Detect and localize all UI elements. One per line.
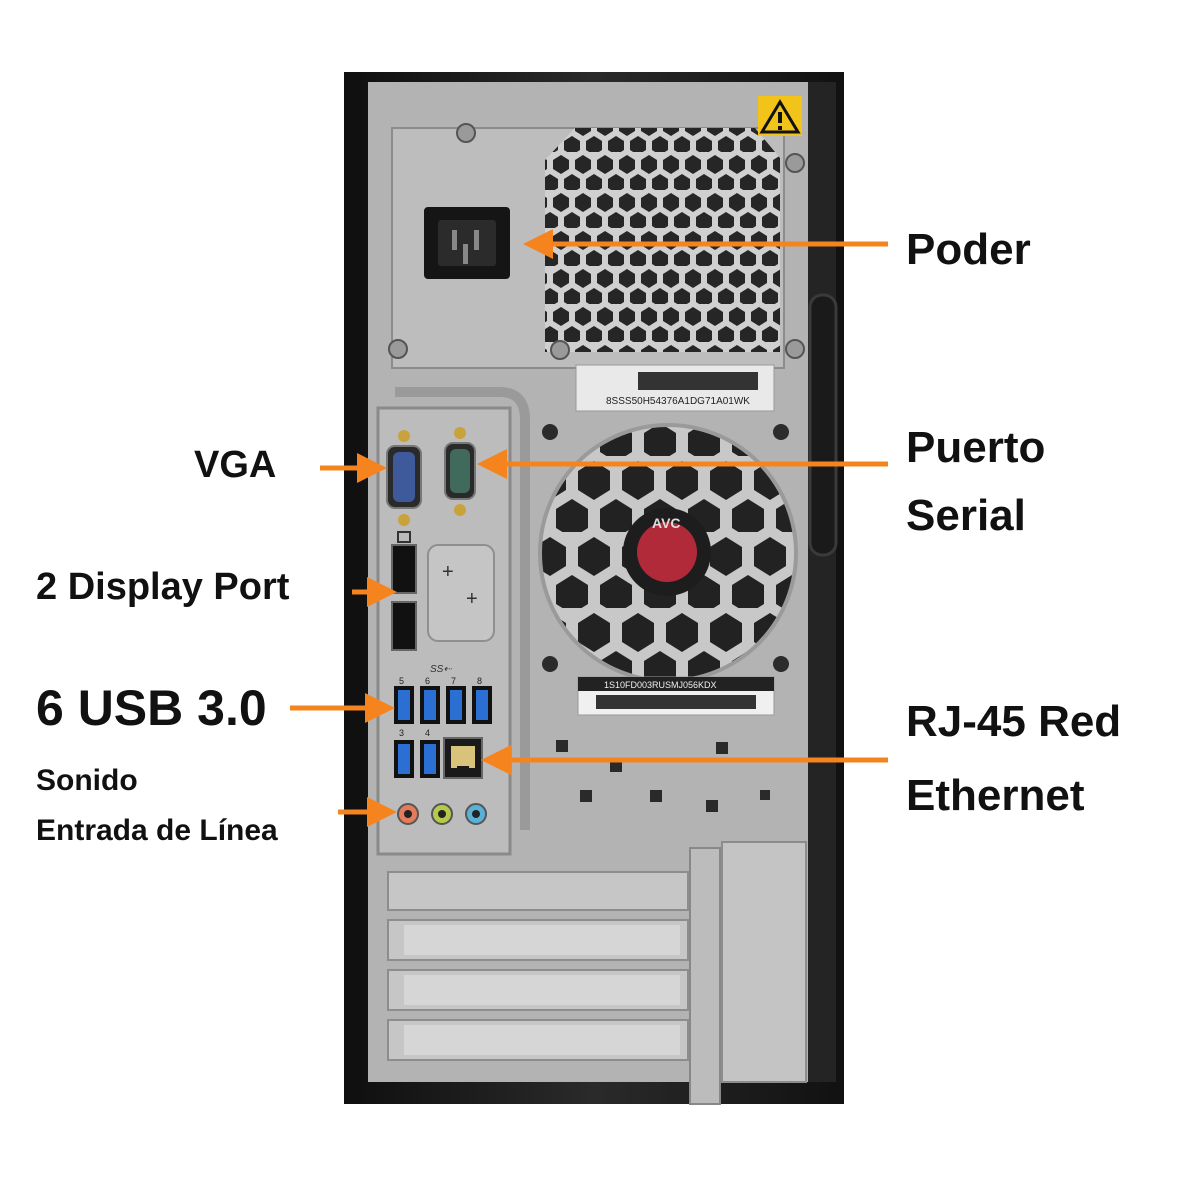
usb-port-number: 6 (425, 676, 430, 686)
rj45-port (443, 737, 483, 779)
screw (785, 153, 805, 173)
right-side-rail (808, 82, 836, 1082)
usb-port-number: 8 (477, 676, 482, 686)
fan-barcode-text: 1S10FD003RUSMJ056KDX (604, 680, 717, 690)
label-rj45-line2: Ethernet (906, 771, 1085, 820)
displayport-icon (397, 531, 411, 543)
label-sonido-line2: Entrada de Línea (36, 814, 278, 847)
usb-port-row-bottom: 3 4 (394, 728, 440, 778)
fan-screw (542, 424, 558, 440)
expansion-slots (387, 871, 689, 1061)
serial-port (444, 427, 476, 516)
label-usb: 6 USB 3.0 (36, 680, 267, 736)
label-puerto-serial-line1: Puerto (906, 423, 1046, 472)
displayport-2 (391, 601, 417, 651)
callout-arrows (290, 229, 888, 827)
usb-port-number: 5 (399, 676, 404, 686)
case-handle (808, 293, 838, 557)
vga-port (386, 430, 422, 526)
label-display-port: 2 Display Port (36, 566, 290, 608)
vent-slots (556, 740, 770, 812)
fan-barcode-sticker: 1S10FD003RUSMJ056KDX (577, 676, 775, 716)
svg-text:+: + (466, 588, 478, 610)
usb-port-row-top: 5 6 7 8 (394, 676, 492, 724)
usb-port-number: 7 (451, 676, 456, 686)
warning-icon (758, 96, 802, 136)
label-vga: VGA (194, 444, 277, 486)
usb-port-number: 3 (399, 728, 404, 738)
top-barcode-text: 8SSS50H54376A1DG71A01WK (606, 396, 750, 407)
psu-fan-grille (545, 128, 780, 352)
fan-screw (542, 656, 558, 672)
svg-text:SS⇠: SS⇠ (430, 664, 452, 675)
label-rj45-line1: RJ-45 Red (906, 697, 1122, 746)
ps2-cover-plate (427, 544, 495, 642)
usb-port-number: 4 (425, 728, 430, 738)
label-poder: Poder (906, 225, 1031, 274)
audio-jacks (397, 803, 487, 825)
svg-text:+: + (442, 561, 454, 583)
fan-screw (773, 656, 789, 672)
io-bracket-rail (395, 387, 530, 830)
usb-superspeed-icon: SS⇠ (430, 664, 452, 675)
screw (785, 339, 805, 359)
label-sonido-line1: Sonido (36, 764, 138, 797)
displayport-1 (391, 544, 417, 594)
label-puerto-serial-line2: Serial (906, 491, 1026, 540)
slot-cover-right (721, 841, 807, 1083)
screw (550, 340, 570, 360)
fan-brand-text: AVC (652, 515, 681, 531)
top-barcode-sticker: 8SSS50H54376A1DG71A01WK (575, 364, 775, 412)
slot-retainer-bracket (689, 847, 721, 1105)
screw (388, 339, 408, 359)
fan-screw (773, 424, 789, 440)
screw (456, 123, 476, 143)
